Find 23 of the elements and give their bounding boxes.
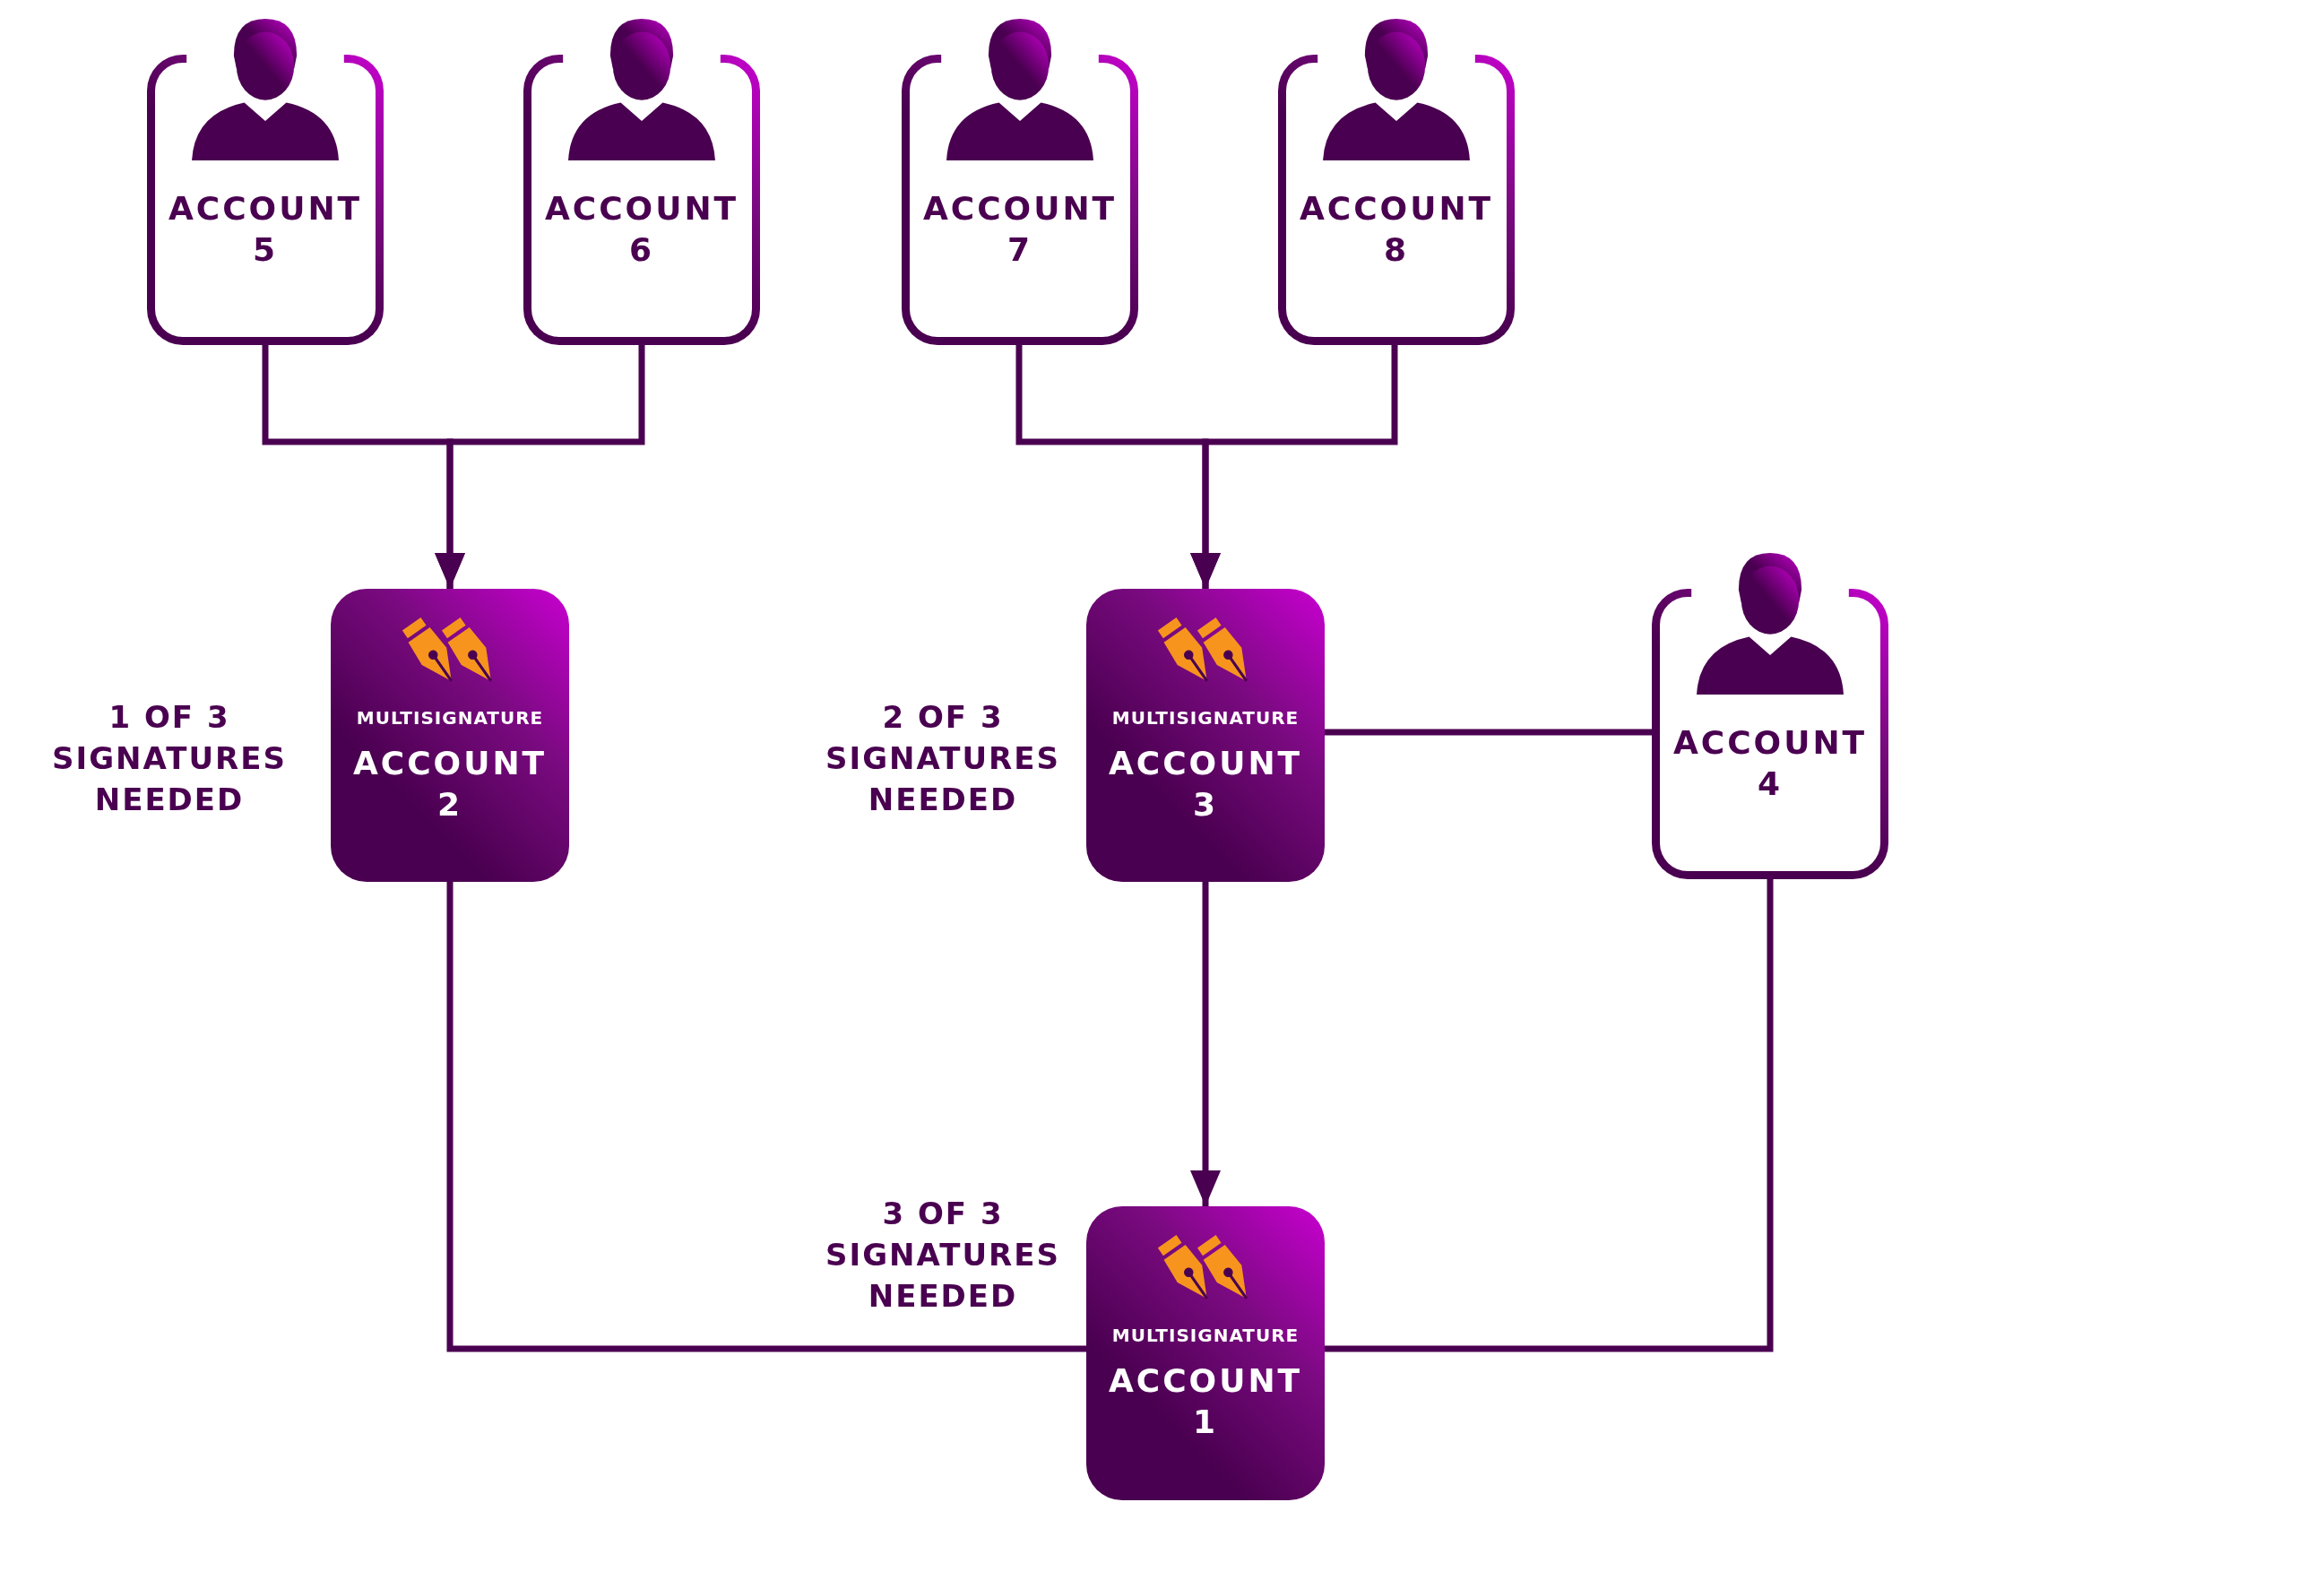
connector-line bbox=[446, 882, 1086, 1352]
account-name: ACCOUNT 6 bbox=[544, 189, 739, 270]
arrow bbox=[1190, 882, 1221, 1206]
multisignature-account-box bbox=[1086, 589, 1325, 882]
connector-line bbox=[1325, 729, 1652, 736]
multisignature-account-box bbox=[1086, 1206, 1325, 1500]
account-name: ACCOUNT 8 bbox=[1299, 189, 1494, 270]
account-type-label: MULTISIGNATURE bbox=[355, 707, 545, 729]
account-name: ACCOUNT 5 bbox=[168, 189, 363, 270]
connector-line bbox=[1325, 879, 1774, 1352]
account-type-label: MULTISIGNATURE bbox=[1110, 707, 1300, 729]
account-type-label: MULTISIGNATURE bbox=[1110, 1325, 1300, 1346]
account-name: ACCOUNT 7 bbox=[922, 189, 1118, 270]
account-name: ACCOUNT 2 bbox=[352, 744, 548, 825]
arrow bbox=[1190, 345, 1398, 589]
account-name: ACCOUNT 1 bbox=[1108, 1361, 1303, 1442]
arrow bbox=[435, 345, 645, 589]
account-name: ACCOUNT 3 bbox=[1108, 744, 1303, 825]
signature-requirement-note: 1 OF 3 SIGNATURES NEEDED bbox=[51, 698, 288, 819]
signature-requirement-note: 2 OF 3 SIGNATURES NEEDED bbox=[825, 698, 1061, 819]
account-name: ACCOUNT 4 bbox=[1672, 723, 1868, 804]
multisignature-account-box bbox=[331, 589, 569, 882]
signature-requirement-note: 3 OF 3 SIGNATURES NEEDED bbox=[825, 1195, 1061, 1316]
